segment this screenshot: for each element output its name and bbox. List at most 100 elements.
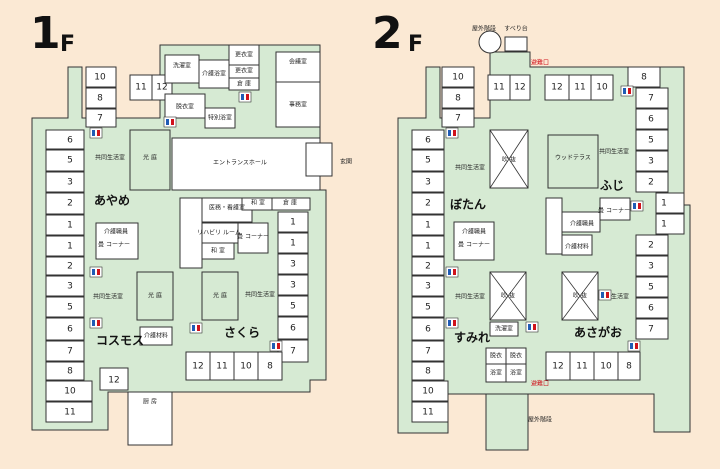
room-1f-w-11 bbox=[45, 401, 93, 423]
room-2f-e-1b bbox=[655, 213, 685, 235]
room-number-2f-north: 8 bbox=[455, 94, 461, 104]
room-1f-w-1a bbox=[45, 214, 85, 236]
room-number-1f-east: 1 bbox=[290, 218, 296, 228]
room-number-1f-north: 12 bbox=[156, 83, 167, 93]
room-number-2f-west: 1 bbox=[425, 242, 431, 252]
room-number-2f-north-east: 10 bbox=[596, 83, 608, 93]
room-2f-e-1a bbox=[655, 192, 685, 214]
room-2f-n-10b bbox=[590, 74, 614, 101]
restroom-icon bbox=[89, 127, 103, 139]
laundry-2f bbox=[489, 321, 519, 337]
room-number-1f-west: 11 bbox=[64, 408, 75, 418]
room-number-2f-south-east: 11 bbox=[576, 362, 587, 372]
restroom-icon bbox=[445, 266, 459, 278]
room-number-1f-south-east: 10 bbox=[240, 362, 252, 372]
shared-living-label: 共同生活室 bbox=[95, 154, 125, 162]
restroom-icon bbox=[89, 317, 103, 329]
care-staff-label: 介護職員 bbox=[570, 220, 594, 228]
floor-1-suffix: F bbox=[60, 32, 75, 57]
room-number-2f-east: 1 bbox=[661, 220, 667, 230]
room-number-2f-east: 5 bbox=[648, 283, 654, 293]
room-number-1f-west: 2 bbox=[67, 262, 73, 272]
room-number-2f-west: 8 bbox=[425, 367, 431, 377]
courtyard-1f-b bbox=[136, 271, 174, 321]
laundry-room-1f bbox=[164, 54, 200, 84]
room-number-2f-east: 6 bbox=[648, 115, 654, 125]
room-2f-w-8 bbox=[411, 361, 445, 381]
room-number-2f-west: 1 bbox=[425, 221, 431, 231]
room-number-1f-west: 5 bbox=[67, 156, 73, 166]
room-2f-w-3 bbox=[411, 171, 445, 193]
tatami-corner-label: 畳 コーナー bbox=[237, 234, 269, 241]
exterior-stair-2f bbox=[478, 30, 502, 54]
room-1f-w-6b bbox=[45, 317, 85, 341]
courtyard-label: 光 庭 bbox=[213, 292, 227, 300]
floor-1-center-rooms bbox=[95, 197, 311, 269]
room-2f-w-3b bbox=[411, 275, 445, 297]
room-2f-n-10 bbox=[441, 66, 475, 88]
shared-living-label: 共同生活室 bbox=[599, 293, 629, 301]
room-1f-w-5 bbox=[45, 149, 85, 172]
room-1f-n-7 bbox=[85, 108, 117, 128]
room-number-2f-north-east: 12 bbox=[551, 83, 562, 93]
unit-name-kosumosu: コスモス bbox=[96, 334, 144, 348]
entrance-hall-label: エントランスホール bbox=[213, 160, 267, 167]
room-1f-w-7 bbox=[45, 340, 85, 362]
room-number-2f-east: 2 bbox=[648, 241, 654, 251]
entrance-label: 玄関 bbox=[340, 158, 352, 166]
room-number-2f-west: 2 bbox=[425, 199, 431, 209]
room-number-2f-east: 7 bbox=[648, 325, 654, 335]
room-number-2f-east: 2 bbox=[648, 178, 654, 188]
room-2f-w-10 bbox=[411, 380, 449, 402]
floor-1-service-rooms bbox=[164, 44, 321, 129]
room-1f-w-6 bbox=[45, 129, 85, 150]
care-material-1f bbox=[139, 326, 173, 346]
room-2f-w-1b bbox=[411, 235, 445, 257]
bath-label: 浴室 bbox=[510, 369, 522, 377]
room-number-1f-south-east: 8 bbox=[267, 362, 273, 372]
room-2f-e-7b bbox=[635, 318, 669, 340]
laundry-label: 洗濯室 bbox=[173, 62, 191, 70]
room-number-1f-west: 6 bbox=[67, 325, 73, 335]
entrance-1f bbox=[305, 142, 333, 177]
floor-1-east-rooms bbox=[139, 211, 309, 381]
dressing-room-label: 脱衣室 bbox=[176, 103, 194, 111]
room-number-2f-south-east: 10 bbox=[600, 362, 612, 372]
dressing-label: 脱衣 bbox=[510, 352, 522, 360]
storage-label: 倉 庫 bbox=[237, 80, 251, 88]
wood-terrace-2f bbox=[547, 134, 599, 189]
room-2f-w-6 bbox=[411, 129, 445, 150]
courtyard-label: 光 庭 bbox=[143, 154, 157, 162]
room-number-2f-east: 5 bbox=[648, 136, 654, 146]
restroom-icon bbox=[238, 91, 252, 103]
room-1f-e-6 bbox=[277, 316, 309, 340]
shared-living-label: 共同生活室 bbox=[93, 293, 123, 301]
room-2f-n-12 bbox=[509, 74, 531, 101]
room-2f-e-7 bbox=[635, 87, 669, 109]
entrance-hall-1f bbox=[171, 137, 321, 191]
floor-1-west-rooms bbox=[45, 66, 173, 423]
exterior-stair-label: 屋外階段 bbox=[528, 416, 552, 424]
room-2f-n-12b bbox=[544, 74, 570, 101]
tatami-corner-label: 畳 コーナー bbox=[458, 242, 490, 249]
care-staff-label: 介護職員 bbox=[462, 228, 486, 236]
courtyard-label: 光 庭 bbox=[148, 292, 162, 300]
room-number-2f-west: 6 bbox=[425, 325, 431, 335]
floor-2-north-east-rooms bbox=[544, 66, 685, 340]
kitchen-label: 厨 房 bbox=[143, 398, 157, 406]
restroom-icon bbox=[620, 85, 634, 97]
room-number-1f-north: 7 bbox=[97, 114, 103, 124]
storage-1f-b bbox=[271, 197, 311, 211]
room-number-1f-west: 1 bbox=[67, 242, 73, 252]
room-number-1f-south: 12 bbox=[108, 376, 119, 386]
room-number-1f-west: 5 bbox=[67, 303, 73, 313]
floor-1-plan: 1 F bbox=[30, 8, 333, 446]
care-room-1f bbox=[198, 59, 230, 89]
shared-living-label: 共同生活室 bbox=[245, 291, 275, 299]
room-number-1f-east: 3 bbox=[290, 281, 296, 291]
slide-frame-2f bbox=[504, 36, 528, 52]
room-2f-w-5 bbox=[411, 149, 445, 172]
room-number-2f-north: 12 bbox=[514, 83, 525, 93]
room-number-2f-north: 7 bbox=[455, 114, 461, 124]
